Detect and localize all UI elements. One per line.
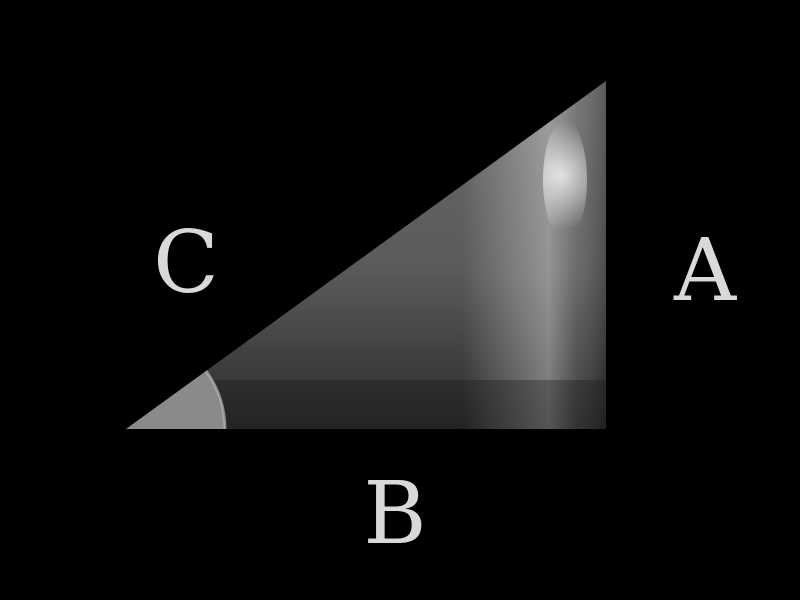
label-side-a: A xyxy=(673,221,737,321)
label-hypotenuse-c: C xyxy=(153,213,219,313)
angle-marker xyxy=(126,371,225,429)
triangle-glint xyxy=(543,120,587,240)
label-side-b: B xyxy=(363,464,426,564)
angle-marker-rim xyxy=(204,370,227,430)
